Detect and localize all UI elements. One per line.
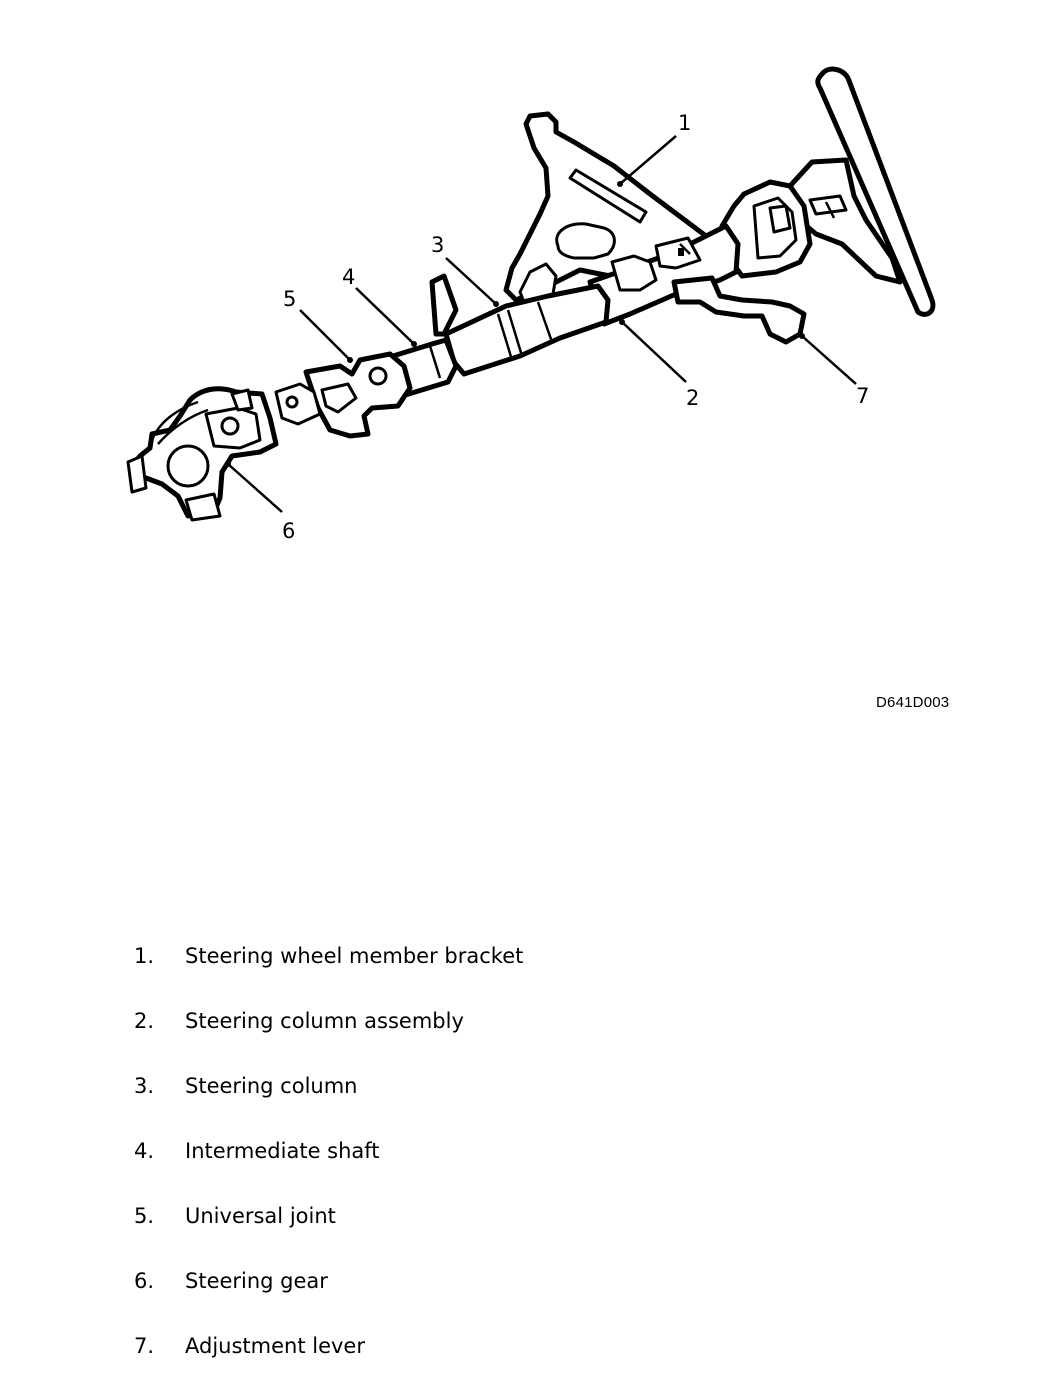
leader-line-1 (619, 135, 677, 185)
leader-line-2 (621, 321, 687, 383)
legend-label: Steering wheel member bracket (185, 944, 524, 968)
callout-1: 1 (678, 111, 691, 135)
steering-assembly-diagram: 1 2 3 4 5 6 7 (126, 66, 936, 543)
legend-number: 5. (134, 1204, 155, 1228)
steering-gear (126, 386, 279, 522)
legend-label: Steering column (185, 1074, 358, 1098)
legend-item: 3. Steering column (0, 1074, 1056, 1139)
legend-item: 7. Adjustment lever (0, 1334, 1056, 1399)
legend-label: Steering column assembly (185, 1009, 464, 1033)
legend-label: Steering gear (185, 1269, 328, 1293)
callout-7: 7 (856, 384, 869, 408)
legend-item: 2. Steering column assembly (0, 1009, 1056, 1074)
callout-6: 6 (282, 519, 295, 543)
callout-3: 3 (431, 233, 444, 257)
universal-joint (274, 351, 413, 439)
leader-lines (225, 135, 857, 513)
legend-label: Intermediate shaft (185, 1139, 380, 1163)
leader-line-4 (355, 287, 415, 345)
steering-wheel (815, 66, 936, 317)
steering-wheel-hub (787, 157, 903, 285)
legend-item: 1. Steering wheel member bracket (0, 944, 1056, 1009)
legend-number: 4. (134, 1139, 155, 1163)
legend-item: 5. Universal joint (0, 1204, 1056, 1269)
leader-line-5 (299, 309, 351, 361)
legend-number: 7. (134, 1334, 155, 1358)
legend-number: 1. (134, 944, 155, 968)
legend-label: Adjustment lever (185, 1334, 365, 1358)
legend-number: 6. (134, 1269, 155, 1293)
callout-4: 4 (342, 265, 355, 289)
leader-line-3 (445, 257, 497, 305)
steering-column-lower (429, 273, 611, 377)
leader-line-7 (801, 335, 857, 385)
parts-legend: 1. Steering wheel member bracket 2. Stee… (0, 944, 1056, 1399)
legend-number: 3. (134, 1074, 155, 1098)
adjustment-lever (671, 275, 807, 345)
legend-label: Universal joint (185, 1204, 336, 1228)
legend-number: 2. (134, 1009, 155, 1033)
callout-5: 5 (283, 287, 296, 311)
legend-item: 4. Intermediate shaft (0, 1139, 1056, 1204)
leader-line-6 (227, 463, 283, 513)
legend-item: 6. Steering gear (0, 1269, 1056, 1334)
upper-column-housing (719, 179, 813, 279)
callout-2: 2 (686, 386, 699, 410)
figure-id: D641D003 (876, 694, 950, 711)
